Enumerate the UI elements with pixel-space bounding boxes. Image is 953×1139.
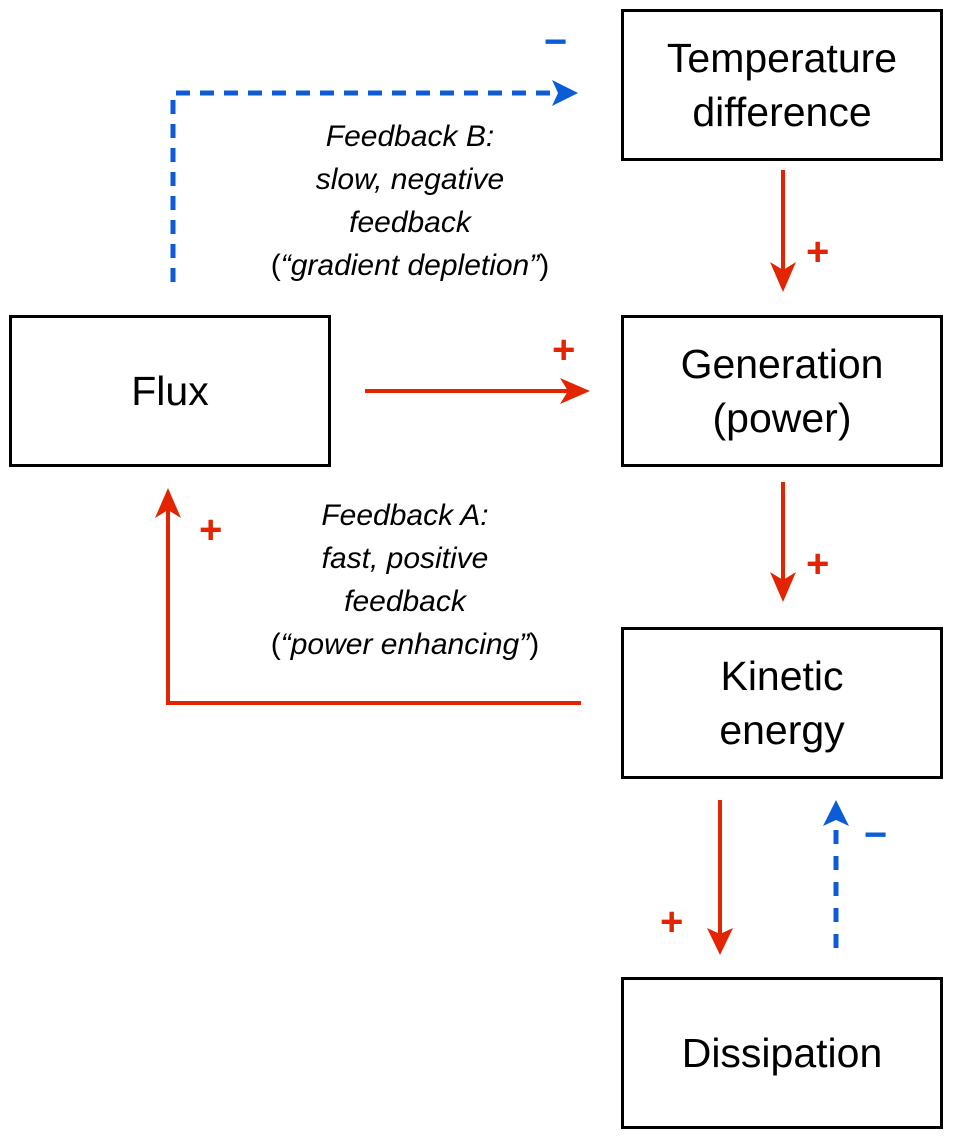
feedback-b-arrowhead bbox=[552, 80, 578, 106]
dissipation-to-kinetic-arrowhead bbox=[823, 800, 849, 826]
generation-to-kinetic-arrowhead bbox=[770, 572, 796, 602]
feedback-a-desc2: feedback bbox=[344, 585, 466, 618]
flux-box: Flux bbox=[9, 315, 331, 467]
dissipation-label: Dissipation bbox=[681, 1030, 883, 1076]
feedback-a-nickname: (“power enhancing”) bbox=[225, 623, 585, 666]
temperature-difference-box: Temperature difference bbox=[621, 9, 943, 161]
plus-sign-temperature-generation: + bbox=[806, 230, 830, 274]
feedback-b-quote: “gradient depletion” bbox=[280, 249, 540, 282]
minus-sign-dissipation-kinetic: − bbox=[864, 813, 888, 857]
generation-box: Generation (power) bbox=[621, 315, 943, 467]
feedback-a-arrow bbox=[166, 508, 581, 705]
plus-sign-generation-kinetic: + bbox=[806, 542, 830, 586]
kinetic-energy-label: Kinetic energy bbox=[719, 653, 845, 753]
paren-close: ) bbox=[529, 628, 540, 661]
temperature-to-generation-arrowhead bbox=[770, 262, 796, 292]
feedback-a-title: Feedback A: bbox=[321, 499, 489, 532]
paren-open: ( bbox=[270, 628, 281, 661]
plus-sign-feedback-a: + bbox=[199, 508, 223, 552]
minus-sign-feedback-b: − bbox=[544, 20, 568, 64]
dissipation-box: Dissipation bbox=[621, 977, 943, 1129]
feedback-a-annotation: Feedback A: fast, positive feedback (“po… bbox=[225, 494, 585, 666]
kinetic-energy-box: Kinetic energy bbox=[621, 627, 943, 779]
feedback-b-nickname: (“gradient depletion”) bbox=[230, 244, 590, 287]
feedback-a-desc: fast, positive bbox=[321, 542, 489, 575]
kinetic-to-dissipation-arrowhead bbox=[707, 928, 733, 955]
flux-label: Flux bbox=[131, 368, 209, 414]
feedback-b-annotation: Feedback B: slow, negative feedback (“gr… bbox=[230, 115, 590, 287]
feedback-a-arrowhead bbox=[155, 488, 181, 518]
paren-close: ) bbox=[539, 249, 550, 282]
feedback-a-quote: “power enhancing” bbox=[280, 628, 530, 661]
feedback-b-desc2: feedback bbox=[349, 206, 471, 239]
temperature-difference-label: Temperature difference bbox=[666, 35, 898, 135]
paren-open: ( bbox=[270, 249, 281, 282]
flux-to-generation-arrowhead bbox=[560, 378, 590, 404]
generation-label: Generation (power) bbox=[680, 341, 884, 441]
feedback-b-desc: slow, negative bbox=[315, 163, 505, 196]
feedback-b-title: Feedback B: bbox=[325, 120, 495, 153]
plus-sign-flux-generation: + bbox=[552, 328, 576, 372]
plus-sign-kinetic-dissipation: + bbox=[660, 900, 684, 944]
